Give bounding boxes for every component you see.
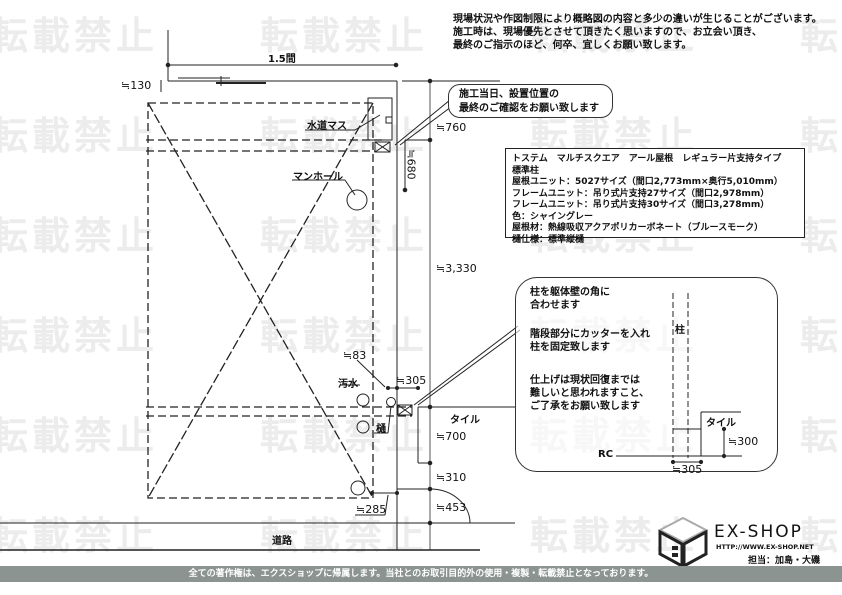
copyright-footer: 全ての著作権は、エクスショップに帰属します。当社とのお取引目的外の使用・複製・転…	[0, 566, 842, 582]
watermark-text: 転載禁止	[0, 14, 159, 58]
dim-3330: ≒3,330	[436, 262, 477, 275]
watermark-text: 転載禁止	[530, 14, 699, 58]
gutter-label: 樋	[376, 424, 386, 435]
staff-label: 担当：加島・大磯	[748, 556, 821, 566]
pillar-label: 柱	[675, 325, 685, 336]
sewage-label: 汚水	[338, 379, 358, 390]
dim-680: ≒680	[404, 149, 418, 180]
callout-confirm: 施工当日、設置位置の最終のご確認をお願い致します	[448, 84, 613, 118]
watermark-text: 転載禁止	[0, 114, 159, 158]
dim-310: ≒310	[436, 471, 467, 484]
site-fixtures	[292, 97, 521, 516]
pillar-detail-drawing	[616, 293, 742, 465]
detail-tile-label: タイル	[706, 418, 736, 429]
dim-305: ≒305	[396, 374, 427, 387]
manhole-circle	[346, 189, 368, 211]
watermark-text: 転載禁止	[0, 414, 159, 458]
watermark-text: 転載禁止	[800, 14, 842, 58]
watermark-text: 転載禁止	[260, 14, 429, 58]
watermark-text: 転載禁止	[0, 314, 159, 358]
watermark-text: 転載禁止	[800, 314, 842, 358]
water-meter-label: 水道マス	[307, 121, 347, 132]
manhole-label: マンホール	[293, 172, 343, 183]
dim-285: ≒285	[356, 503, 387, 516]
dim-130: ≒130	[121, 79, 152, 92]
spec-box: トステム マルチスクエア アール屋根 レギュラー片支持タイプ 標準柱屋根ユニット…	[505, 148, 805, 245]
dim-83: ≒83	[343, 349, 367, 362]
brand-name: EX-SHOP	[714, 522, 803, 542]
rc-label: RC	[598, 449, 614, 460]
dim-453: ≒453	[436, 501, 467, 514]
notice-text: 現場状況や作図制限により概略図の内容と多少の違いが生じることがございます。施工時…	[453, 14, 822, 51]
watermark-text: 転載禁止	[800, 214, 842, 258]
brand-url[interactable]: HTTP://WWW.EX-SHOP.NET	[716, 543, 814, 551]
watermark-text: 転載禁止	[0, 214, 159, 258]
tile-label: タイル	[450, 415, 480, 426]
watermark-text: 転載禁止	[800, 114, 842, 158]
callout-pillar-detail: 柱を躯体壁の角に合わせます 階段部分にカッターを入れ柱を固定致します 仕上げは現…	[515, 277, 778, 476]
width-label: 1.5間	[268, 54, 296, 65]
detail-dim-305: ≒305	[672, 463, 703, 476]
watermark-text: 転載禁止	[800, 514, 842, 558]
dim-300: ≒300	[728, 435, 759, 448]
dim-760: ≒760	[436, 121, 467, 134]
road-label: 道路	[272, 536, 292, 547]
dim-700: ≒700	[436, 430, 467, 443]
roof-outline	[146, 102, 412, 499]
watermark-text: 転載禁止	[800, 414, 842, 458]
